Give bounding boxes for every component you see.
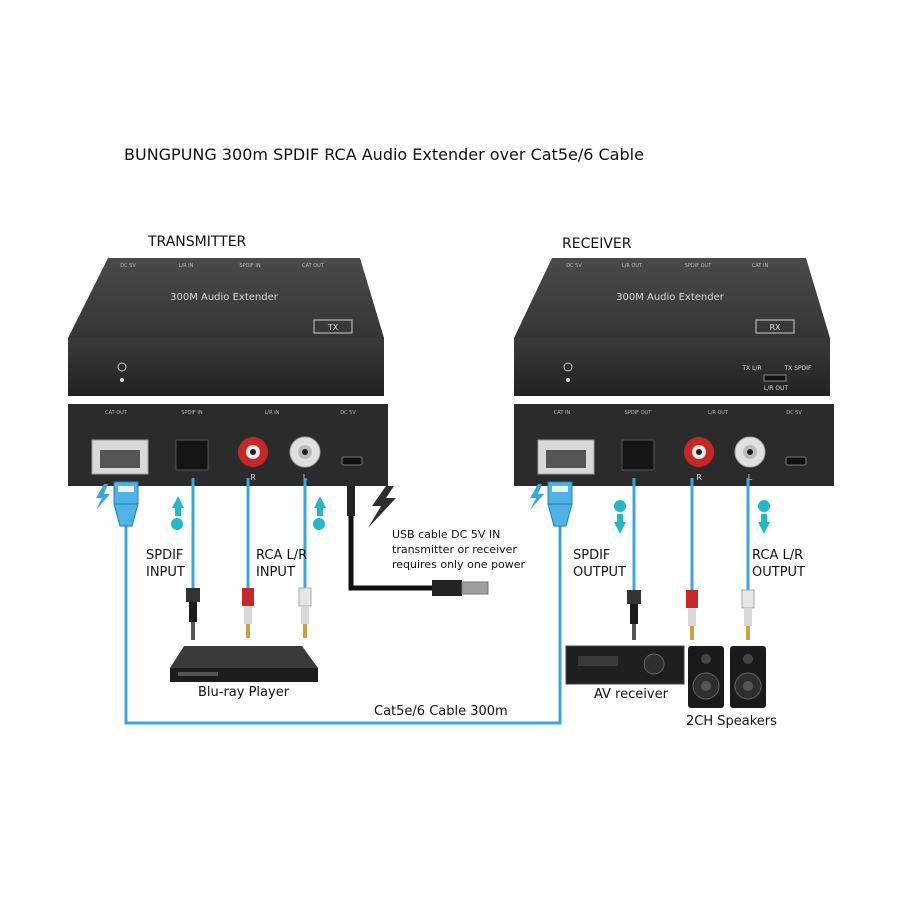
tx-top-port-4: CAT OUT	[302, 263, 325, 269]
usb-note-line-1: USB cable DC 5V IN	[392, 528, 501, 541]
rx-device-label: 300M Audio Extender	[616, 292, 725, 303]
spdif-output-label: SPDIF OUTPUT	[573, 547, 626, 581]
spdif-output-line-2: OUTPUT	[573, 565, 626, 580]
tx-rca-r-label: R	[250, 473, 256, 482]
rx-rear-port-2: SPDIF OUT	[625, 410, 653, 416]
rx-badge: RX	[769, 323, 781, 332]
tx-rca-l-plug	[298, 587, 312, 638]
tx-rear-port-1: CAT OUT	[105, 410, 128, 416]
tx-rj45-socket	[100, 450, 140, 468]
rx-mode-switch[interactable]	[763, 374, 787, 382]
usb-note-line-2: transmitter or receiver	[392, 543, 517, 556]
receiver-unit: 300M Audio Extender RX DC 5V L/R OUT SPD…	[514, 258, 834, 486]
tx-usb-port	[341, 456, 363, 466]
tx-optical-plug	[186, 588, 200, 640]
tx-top-face	[68, 258, 384, 338]
usb-power-note: USB cable DC 5V IN transmitter or receiv…	[392, 527, 525, 572]
av-receiver-icon	[565, 645, 685, 685]
tx-rj45-plug	[113, 481, 139, 527]
bluray-player-icon	[170, 646, 318, 682]
power-lightning-icon	[368, 486, 396, 528]
tx-rca-r-plug	[242, 588, 254, 638]
rx-rj45-plug	[547, 481, 573, 527]
spdif-input-label: SPDIF INPUT	[146, 547, 185, 581]
rca-input-line-1: RCA L/R	[256, 548, 308, 563]
rx-top-port-2: L/R OUT	[622, 263, 643, 269]
cat-cable	[124, 520, 562, 725]
rx-rca-r-plug	[686, 590, 698, 640]
tx-top-port-3: SPDIF IN	[239, 263, 260, 269]
rx-front-face	[514, 338, 830, 396]
tx-badge: TX	[327, 323, 339, 332]
tx-rear-port-4: DC 5V	[340, 410, 356, 416]
rx-top-port-1: DC 5V	[566, 263, 582, 269]
rx-top-face	[514, 258, 830, 338]
rx-optical-plug	[627, 590, 641, 640]
spdif-input-line-1: SPDIF	[146, 548, 184, 563]
tx-top-port-2: L/R IN	[179, 263, 194, 269]
usb-power-cable	[347, 486, 489, 596]
rx-optical-port	[621, 439, 655, 471]
tx-front-face	[68, 338, 384, 396]
transmitter-unit: 300M Audio Extender TX DC 5V L/R IN SPDI…	[68, 258, 388, 486]
av-receiver-label: AV receiver	[594, 687, 668, 702]
rca-input-label: RCA L/R INPUT	[256, 547, 307, 581]
diagram-title: BUNGPUNG 300m SPDIF RCA Audio Extender o…	[124, 145, 644, 164]
rca-output-line-1: RCA L/R	[752, 548, 804, 563]
rca-output-line-2: OUTPUT	[752, 565, 805, 580]
tx-optical-port	[175, 439, 209, 471]
rca-input-line-2: INPUT	[256, 565, 295, 580]
tx-rca-l-label: L	[303, 473, 308, 482]
tx-signal-lightning-icon	[96, 484, 110, 510]
rca-output-label: RCA L/R OUTPUT	[752, 547, 805, 581]
rx-top-port-3: SPDIF OUT	[685, 263, 713, 269]
tx-spdif-up-arrow-icon	[171, 496, 184, 530]
rx-spdif-down-arrow-icon	[614, 500, 626, 534]
rx-rear-port-1: CAT IN	[554, 410, 571, 416]
usb-note-line-3: requires only one power	[392, 558, 526, 571]
rx-rca-r-label: R	[696, 473, 702, 482]
tx-rear-port-3: L/R IN	[265, 410, 280, 416]
spdif-output-line-1: SPDIF	[573, 548, 611, 563]
left-speaker-icon	[688, 646, 724, 708]
rx-power-led	[566, 378, 570, 382]
rx-top-port-4: CAT IN	[752, 263, 769, 269]
rx-switch-left-label: TX L/R	[741, 365, 761, 372]
receiver-heading: RECEIVER	[562, 236, 632, 252]
tx-rear-port-2: SPDIF IN	[181, 410, 202, 416]
rx-switch-bottom-label: L/R OUT	[764, 385, 789, 392]
tx-power-led	[120, 378, 124, 382]
tx-device-label: 300M Audio Extender	[170, 292, 279, 303]
rx-switch-right-label: TX SPDIF	[784, 365, 812, 372]
bluray-label: Blu-ray Player	[198, 685, 290, 700]
rx-rear-port-3: L/R OUT	[708, 410, 729, 416]
right-speaker-icon	[730, 646, 766, 708]
rx-rj45-socket	[546, 450, 586, 468]
tx-top-port-1: DC 5V	[120, 263, 136, 269]
rx-rca-l-plug	[741, 589, 755, 640]
tx-badge-box	[313, 319, 353, 334]
rx-rca-l-label: L	[748, 473, 753, 482]
rx-rear-port-4: DC 5V	[786, 410, 802, 416]
spdif-input-line-2: INPUT	[146, 565, 185, 580]
rx-rca-down-arrow-icon	[758, 500, 770, 534]
cables	[124, 478, 750, 725]
rx-usb-port	[785, 456, 807, 466]
speakers-label: 2CH Speakers	[686, 714, 777, 729]
tx-rca-up-arrow-icon	[313, 496, 326, 530]
rx-signal-lightning-icon	[530, 484, 544, 510]
rx-badge-box	[755, 319, 795, 334]
cable-label: Cat5e/6 Cable 300m	[374, 704, 508, 719]
transmitter-heading: TRANSMITTER	[148, 234, 247, 250]
rx-power-icon	[563, 362, 573, 372]
tx-power-icon	[117, 362, 127, 372]
